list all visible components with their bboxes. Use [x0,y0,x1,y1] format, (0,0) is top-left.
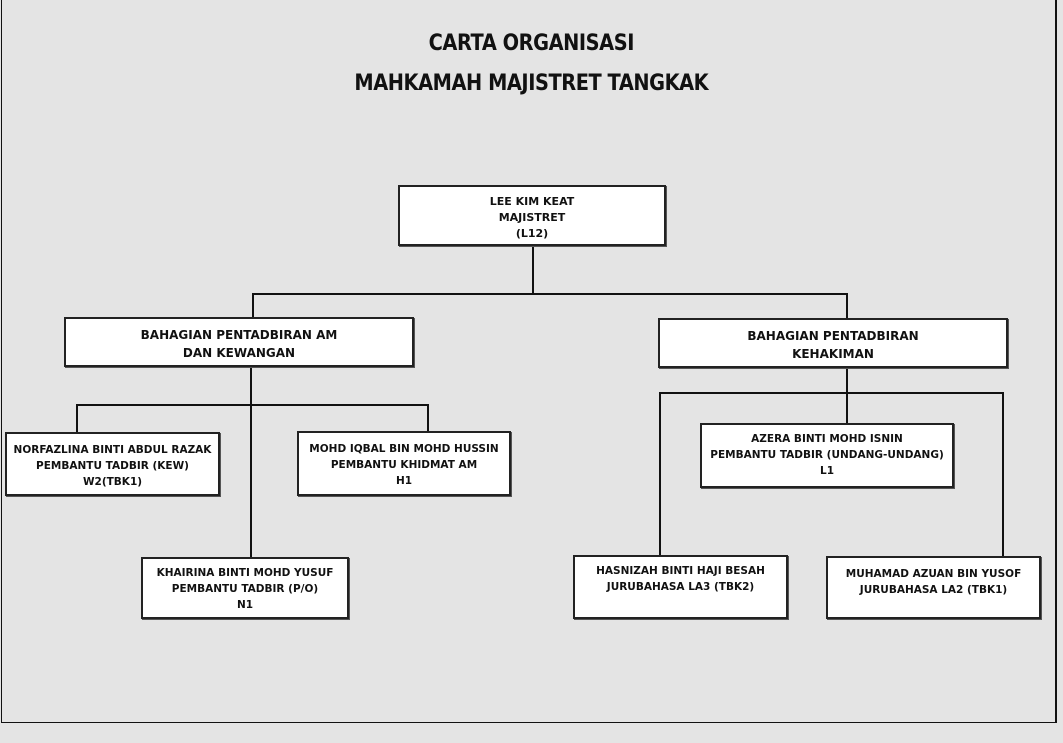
person-grade: N1 [236,599,254,611]
person-grade: W2(TBK1) [82,476,143,488]
connector-to-norfazlina [76,404,78,432]
connector-to-div-right [846,293,848,318]
person-position: PEMBANTU TADBIR (P/O) [171,583,319,595]
connector-head-down [532,245,534,294]
person-position: PEMBANTU KHIDMAT AM [330,459,478,471]
person-grade: H1 [395,475,413,487]
connector-to-azuan [1002,392,1004,556]
person-grade: (L12) [515,227,549,240]
division-name-line1: BAHAGIAN PENTADBIRAN [747,329,919,343]
org-box-norfazlina: NORFAZLINA BINTI ABDUL RAZAK PEMBANTU TA… [5,432,220,496]
person-name: HASNIZAH BINTI HAJI BESAH [596,565,765,577]
person-name: MOHD IQBAL BIN MOHD HUSSIN [309,443,499,455]
person-name: MUHAMAD AZUAN BIN YUSOF [845,568,1022,580]
org-box-division-admin-finance: BAHAGIAN PENTADBIRAN AM DAN KEWANGAN [64,317,414,367]
person-name: AZERA BINTI MOHD ISNIN [751,433,903,445]
org-box-hasnizah: HASNIZAH BINTI HAJI BESAH JURUBAHASA LA3… [573,555,788,619]
org-box-azera: AZERA BINTI MOHD ISNIN PEMBANTU TADBIR (… [700,423,954,488]
org-box-magistrate: LEE KIM KEAT MAJISTRET (L12) [398,185,666,246]
connector-div-left-trunk [250,366,252,558]
connector-to-div-left [252,293,254,318]
division-name-line1: BAHAGIAN PENTADBIRAN AM [140,328,338,342]
connector-div-right-bar [659,392,1003,394]
person-name: NORFAZLINA BINTI ABDUL RAZAK [13,444,212,456]
person-position: JURUBAHASA LA3 (TBK2) [606,581,755,593]
person-grade: L1 [820,465,834,477]
connector-divisions-bar [252,293,847,295]
division-name-line2: DAN KEWANGAN [182,346,296,360]
person-position: PEMBANTU TADBIR (UNDANG-UNDANG) [710,449,944,461]
chart-subtitle: MAHKAMAH MAJISTRET TANGKAK [354,71,709,96]
org-box-division-judicial: BAHAGIAN PENTADBIRAN KEHAKIMAN [658,318,1008,368]
person-name: KHAIRINA BINTI MOHD YUSUF [156,567,334,579]
connector-div-left-bar [76,404,428,406]
person-position: JURUBAHASA LA2 (TBK1) [859,584,1008,596]
connector-to-iqbal [427,404,429,431]
person-position: MAJISTRET [498,211,566,224]
person-position: PEMBANTU TADBIR (KEW) [36,460,189,472]
division-name-line2: KEHAKIMAN [792,347,874,361]
org-box-muhamad-azuan: MUHAMAD AZUAN BIN YUSOF JURUBAHASA LA2 (… [826,556,1041,619]
person-name: LEE KIM KEAT [489,195,575,208]
org-box-khairina: KHAIRINA BINTI MOHD YUSUF PEMBANTU TADBI… [141,557,349,619]
page-frame [1,0,1057,723]
connector-to-hasnizah [659,392,661,556]
chart-title: CARTA ORGANISASI [428,31,635,56]
connector-div-right-trunk [846,367,848,424]
org-box-mohd-iqbal: MOHD IQBAL BIN MOHD HUSSIN PEMBANTU KHID… [297,431,511,496]
